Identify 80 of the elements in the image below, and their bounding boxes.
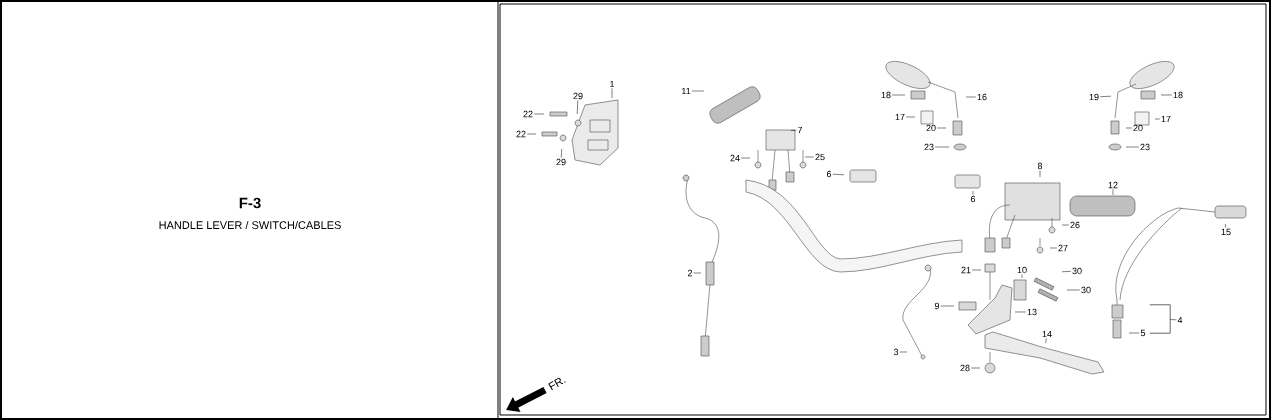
- callout-number: 4: [1177, 316, 1183, 324]
- callout-number: 22: [516, 130, 526, 138]
- callout-number: 27: [1058, 244, 1068, 252]
- callout-number: 2: [687, 269, 693, 277]
- leader-line: [526, 133, 537, 135]
- leader-line: [1061, 271, 1072, 273]
- leader-line: [1154, 118, 1161, 120]
- leader-line: [1039, 170, 1041, 178]
- leader-line: [832, 173, 845, 176]
- callout-number: 13: [1027, 308, 1037, 316]
- leader-line: [940, 305, 955, 307]
- leader-line: [1128, 332, 1140, 334]
- callout-number: 1: [610, 80, 615, 88]
- leader-line: [693, 272, 702, 274]
- callout-number: 7: [797, 126, 803, 134]
- leader-line: [972, 190, 974, 195]
- leader-line: [899, 351, 908, 353]
- callout-number: 30: [1072, 267, 1082, 275]
- caption: HANDLE LEVER / SWITCH/CABLES: [159, 220, 341, 230]
- callout-number: 23: [1140, 143, 1150, 151]
- callout-number: 6: [970, 195, 976, 203]
- callout-number: 14: [1042, 330, 1052, 338]
- callout-number: 24: [730, 154, 740, 162]
- callout-number: 29: [573, 92, 583, 100]
- leader-line: [1066, 289, 1081, 291]
- callout-number: 18: [1173, 91, 1183, 99]
- leader-line: [561, 148, 562, 158]
- callout-number: 17: [895, 113, 905, 121]
- leader-line: [970, 367, 981, 369]
- callout-number: 26: [1070, 221, 1080, 229]
- callout-number: 19: [1089, 93, 1099, 101]
- leader-line: [790, 130, 797, 131]
- leader-line: [1112, 189, 1114, 196]
- callout-number: 9: [934, 302, 940, 310]
- leader-line: [533, 113, 545, 115]
- callout-number: 18: [881, 91, 891, 99]
- callout-number: 16: [977, 93, 987, 101]
- leader-line: [936, 127, 947, 129]
- leader-line: [1125, 127, 1133, 129]
- leader-line: [691, 90, 705, 92]
- leader-line: [1169, 319, 1177, 321]
- leader-line: [905, 116, 916, 118]
- leader-line: [804, 156, 815, 158]
- callout-number: 17: [1161, 115, 1171, 123]
- callout-number: 12: [1108, 181, 1118, 189]
- callout-number: 20: [926, 124, 936, 132]
- leader-line: [611, 88, 613, 99]
- leader-line: [1061, 224, 1070, 226]
- callout-number: 8: [1037, 162, 1043, 170]
- leader-line: [1225, 223, 1226, 228]
- callout-number: 15: [1221, 228, 1231, 236]
- callout-number: 28: [960, 364, 970, 372]
- leader-line: [1099, 95, 1112, 97]
- callout-number: 6: [826, 170, 832, 178]
- callout-number: 29: [556, 158, 566, 166]
- callout-number: 10: [1017, 266, 1027, 274]
- callout-number: 25: [815, 153, 825, 161]
- direction-label: FR.: [548, 378, 566, 391]
- leader-line: [1014, 311, 1027, 313]
- callout-number: 11: [682, 87, 691, 95]
- leader-line: [740, 157, 751, 159]
- title: F-3: [239, 197, 261, 209]
- callout-number: 22: [523, 110, 533, 118]
- callout-number: 23: [924, 143, 934, 151]
- leader-line: [891, 94, 906, 96]
- callout-number: 3: [893, 348, 899, 356]
- leader-line: [1160, 94, 1173, 96]
- callout-number: 5: [1140, 329, 1146, 337]
- callout-number: 21: [961, 266, 971, 274]
- callout-number: 30: [1081, 286, 1091, 294]
- leader-line: [1125, 146, 1140, 148]
- leader-line: [1049, 247, 1058, 249]
- leader-line: [971, 269, 982, 271]
- leader-line: [1045, 338, 1047, 344]
- leader-line: [934, 146, 950, 148]
- leader-line: [576, 100, 579, 115]
- leader-line: [1021, 274, 1023, 279]
- leader-line: [965, 96, 977, 98]
- callout-number: 20: [1133, 124, 1143, 132]
- bracket: [1149, 304, 1171, 334]
